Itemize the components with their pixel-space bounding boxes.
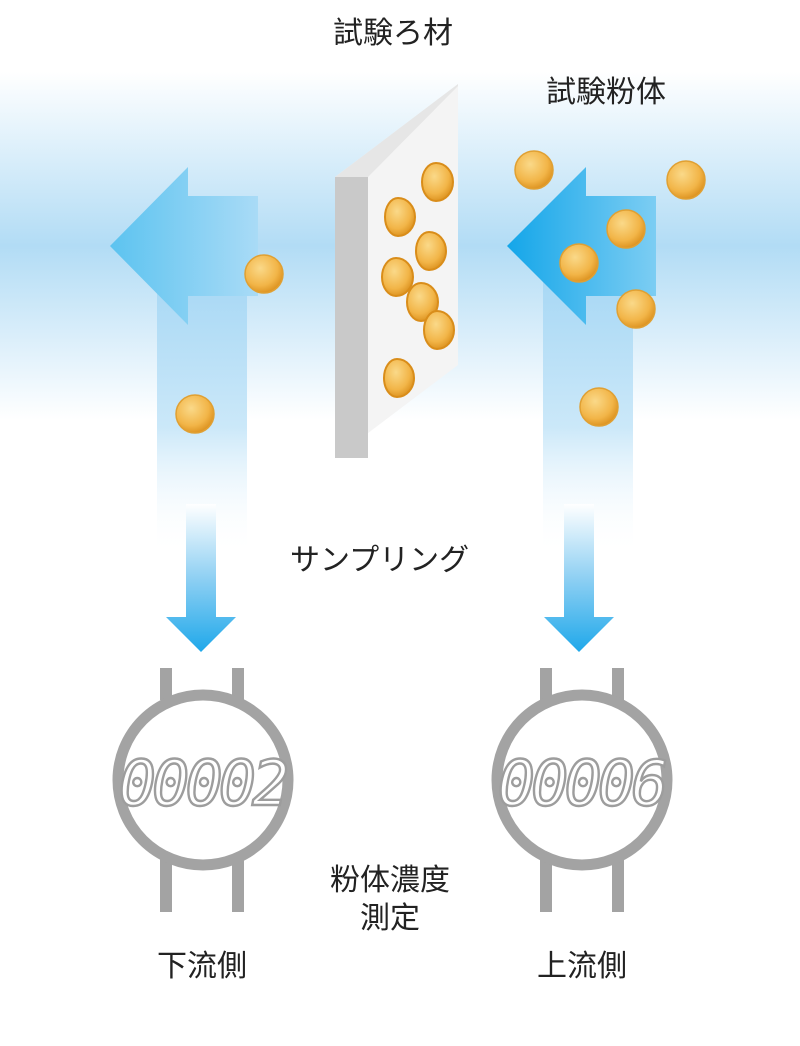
measure-label-line1: 粉体濃度 bbox=[330, 863, 450, 898]
downstream-sampling-arrow bbox=[166, 504, 236, 652]
upstream-label: 上流側 bbox=[537, 949, 627, 984]
filter-media-label: 試験ろ材 bbox=[333, 16, 453, 51]
upstream-sampling-arrow bbox=[544, 504, 614, 652]
downstream-meter-display: 00002 bbox=[119, 747, 287, 820]
upstream-meter bbox=[491, 668, 673, 912]
upstream-meter-display: 00006 bbox=[498, 747, 666, 820]
downstream-meter bbox=[112, 668, 294, 912]
measure-label-line2: 測定 bbox=[360, 901, 420, 936]
downstream-label: 下流側 bbox=[157, 949, 247, 984]
downstream-flow-arrow bbox=[110, 167, 258, 325]
test-powder-label: 試験粉体 bbox=[546, 75, 666, 110]
powder-particles bbox=[175, 150, 706, 434]
sampling-label: サンプリング bbox=[290, 543, 470, 578]
captured-particles bbox=[381, 161, 455, 399]
